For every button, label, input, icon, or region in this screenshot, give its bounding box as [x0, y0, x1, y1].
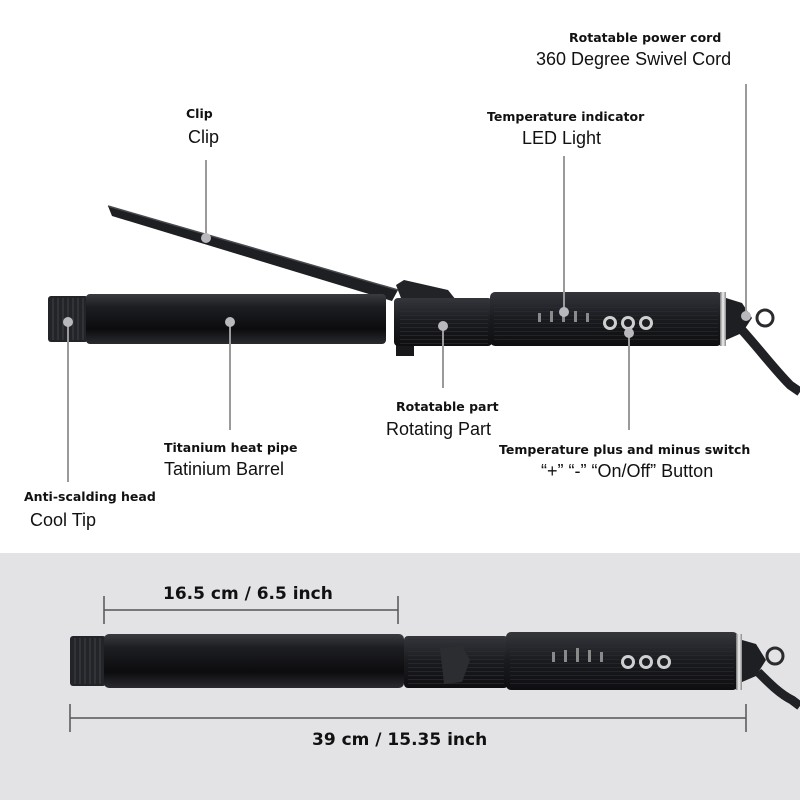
cord-main-label: 360 Degree Swivel Cord — [536, 49, 732, 69]
leader-dots — [63, 233, 751, 338]
leader-lines — [67, 84, 747, 482]
barrel-length-label: 16.5 cm / 6.5 inch — [163, 584, 333, 604]
clip-main-label: Clip — [188, 127, 220, 147]
rotating-main-label: Rotating Part — [386, 419, 492, 439]
curling-iron-bottom — [70, 632, 800, 710]
barrel-main-label: Tatinium Barrel — [164, 459, 285, 479]
rotating-sub-label: Rotatable part — [396, 399, 499, 414]
cool-tip-bottom — [70, 636, 106, 686]
switch-main-label: “+” “-” “On/Off” Button — [541, 461, 714, 481]
cord-sub-label: Rotatable power cord — [569, 30, 722, 45]
led-main-label: LED Light — [522, 128, 602, 148]
tip-sub-label: Anti-scalding head — [24, 489, 156, 504]
dimension-lines — [69, 596, 747, 732]
control-buttons — [603, 316, 653, 330]
clip-hinge-bottom — [440, 646, 470, 684]
switch-sub-label: Temperature plus and minus switch — [499, 442, 751, 457]
clip-sub-label: Clip — [186, 106, 213, 121]
power-cord — [738, 326, 800, 396]
barrel-sub-label: Titanium heat pipe — [164, 440, 298, 455]
clip-lever — [108, 206, 398, 301]
curling-iron-top — [48, 205, 800, 396]
barrel-bottom — [104, 634, 404, 688]
tip-main-label: Cool Tip — [30, 510, 97, 530]
led-sub-label: Temperature indicator — [487, 109, 645, 124]
total-length-label: 39 cm / 15.35 inch — [312, 730, 488, 750]
barrel — [86, 294, 386, 344]
